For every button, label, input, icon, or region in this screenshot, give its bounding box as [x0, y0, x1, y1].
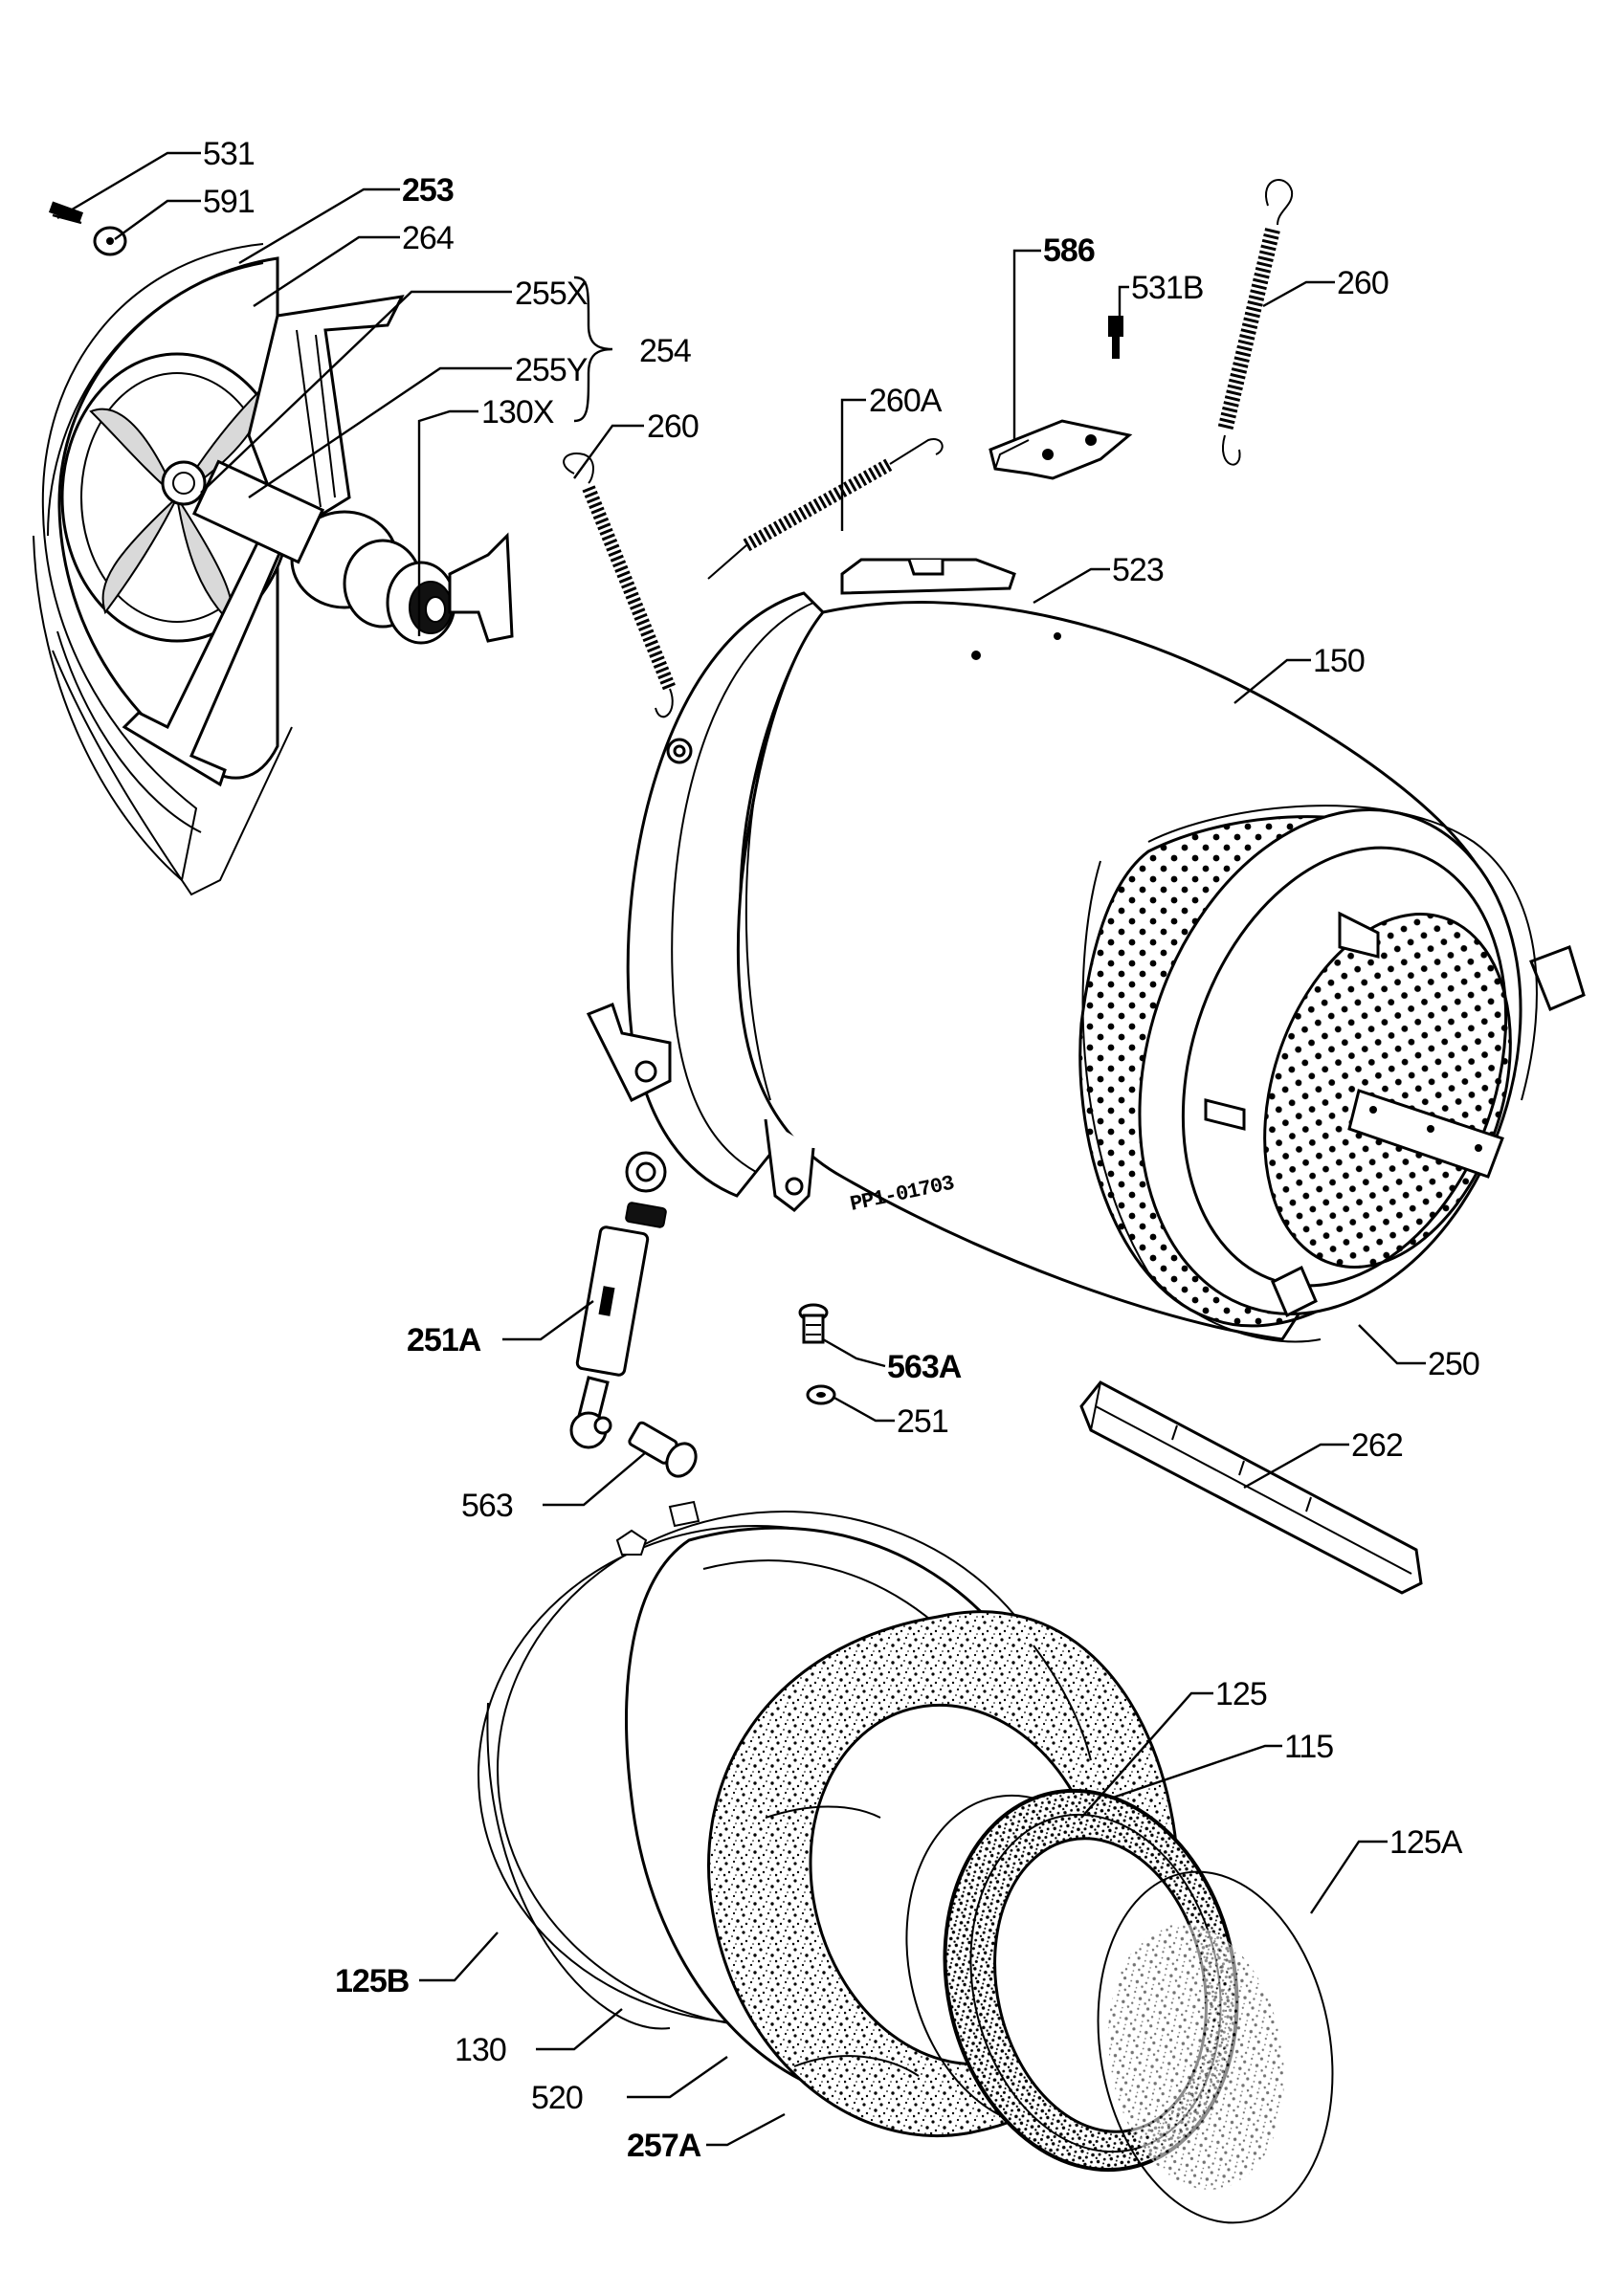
bolt-563A: [798, 1303, 829, 1344]
label-262: 262: [1351, 1427, 1403, 1464]
spring-260A: [707, 438, 944, 580]
label-563: 563: [461, 1488, 513, 1524]
label-523: 523: [1112, 552, 1164, 588]
leader-lines: [56, 151, 1426, 2147]
label-257A: 257A: [627, 2128, 701, 2164]
label-254: 254: [639, 333, 691, 369]
label-591: 591: [203, 184, 255, 220]
label-125: 125: [1215, 1676, 1267, 1712]
washer-591: [93, 226, 127, 256]
label-253: 253: [402, 172, 454, 209]
washer-251: [806, 1384, 836, 1405]
clamp-ring-125A: [1097, 1870, 1334, 2224]
drum-pulley-assembly: [33, 243, 514, 896]
label-125A: 125A: [1389, 1824, 1463, 1861]
label-251A: 251A: [407, 1322, 481, 1358]
label-115: 115: [1284, 1729, 1333, 1765]
label-130x: 130X: [481, 394, 554, 430]
shock-absorber-251A: [569, 1151, 667, 1449]
label-260A: 260A: [869, 383, 943, 419]
label-264: 264: [402, 220, 454, 256]
bracket-586: [989, 419, 1133, 480]
bolt-563: [628, 1421, 698, 1478]
label-255x: 255X: [515, 276, 588, 312]
label-531: 531: [203, 136, 255, 172]
spring-260-left: [563, 453, 677, 718]
label-250: 250: [1428, 1346, 1479, 1382]
screw-531B: [1108, 316, 1123, 359]
label-125B: 125B: [335, 1963, 410, 1999]
drum-250: [1078, 805, 1586, 1343]
spring-260-right: [1217, 179, 1294, 466]
label-251: 251: [897, 1403, 948, 1440]
label-260-left: 260: [647, 408, 699, 445]
label-150: 150: [1313, 643, 1365, 679]
label-130: 130: [455, 2032, 506, 2068]
label-586: 586: [1043, 232, 1095, 269]
label-563A: 563A: [887, 1349, 962, 1385]
part-labels: 531 591 253 264 255X 254 255Y 130X 260 2…: [203, 136, 1480, 2164]
label-255y: 255Y: [515, 352, 588, 388]
label-260-right: 260: [1337, 265, 1389, 301]
label-520: 520: [531, 2080, 583, 2116]
label-531B: 531B: [1131, 270, 1203, 306]
lifter-262: [1079, 1380, 1423, 1595]
